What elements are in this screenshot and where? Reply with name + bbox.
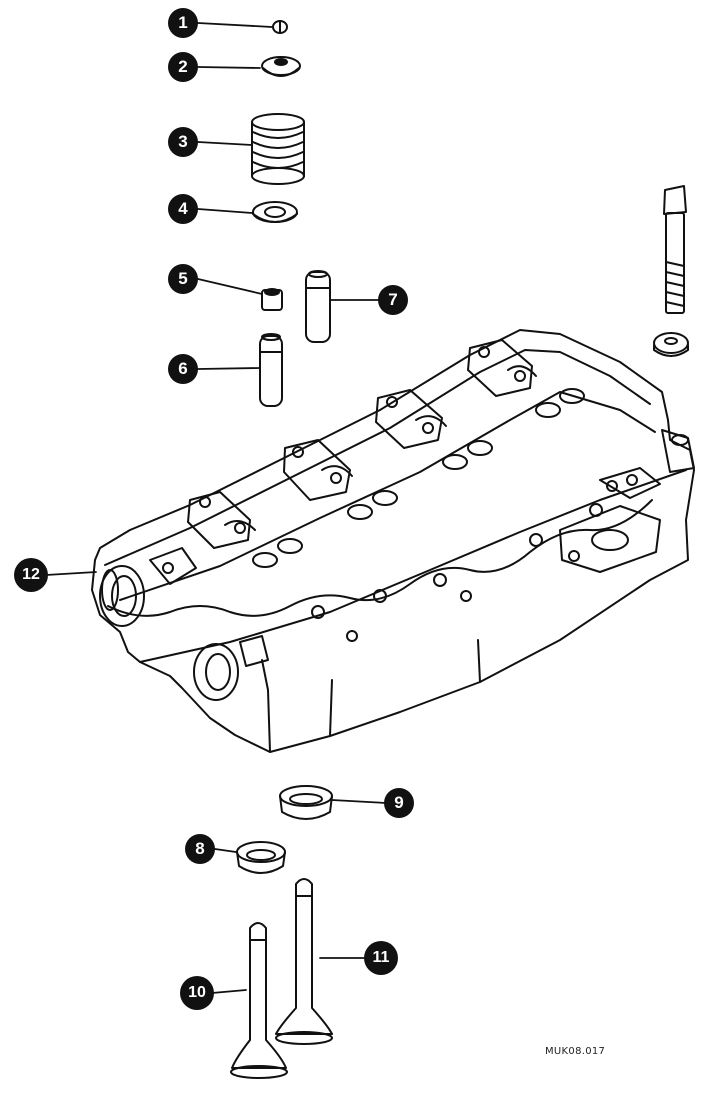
bolt-washer-part — [654, 333, 688, 356]
valve-seat-intake-part — [237, 842, 285, 873]
figure-reference-code: MUK08.017 — [545, 1046, 606, 1057]
valve-cotter-part — [273, 21, 287, 33]
valve-guide-intake-part — [260, 334, 282, 406]
callout-2: 2 — [168, 52, 198, 82]
callout-10: 10 — [180, 976, 214, 1010]
valve-seat-exhaust-part — [280, 786, 332, 819]
cylinder-head-part — [92, 330, 694, 752]
spring-seat-part — [253, 202, 297, 222]
callout-5: 5 — [168, 264, 198, 294]
callout-1: 1 — [168, 8, 198, 38]
callout-9: 9 — [384, 788, 414, 818]
callout-7: 7 — [378, 285, 408, 315]
callout-3: 3 — [168, 127, 198, 157]
head-bolt-part — [664, 186, 686, 313]
valve-intake-part — [231, 923, 287, 1078]
callout-12: 12 — [14, 558, 48, 592]
leader-lines — [46, 23, 386, 993]
valve-spring-part — [252, 114, 304, 184]
stem-seal-part — [262, 289, 282, 310]
valve-guide-exhaust-part — [306, 271, 330, 342]
callout-6: 6 — [168, 354, 198, 384]
callout-11: 11 — [364, 941, 398, 975]
camshaft-seal-part — [102, 570, 118, 610]
callout-4: 4 — [168, 194, 198, 224]
callout-8: 8 — [185, 834, 215, 864]
spring-retainer-part — [262, 57, 300, 76]
valve-exhaust-part — [276, 879, 332, 1044]
